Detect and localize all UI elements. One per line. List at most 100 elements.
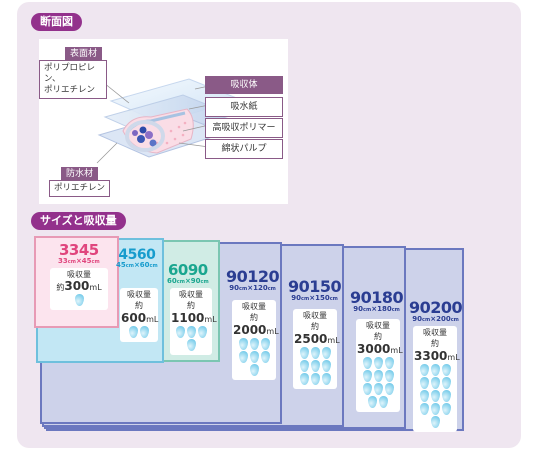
absorber-part-polymer: 高吸収ポリマー — [205, 118, 283, 138]
size-code: 90200 — [409, 298, 463, 317]
size-dimensions: 90cm×180cm — [353, 305, 400, 313]
absorbency-caption: 吸収量 — [67, 270, 91, 279]
water-drop-icon — [419, 364, 429, 376]
water-drop-icon — [260, 351, 270, 363]
absorbency-amount: 約300mL — [56, 279, 102, 293]
absorbency-caption: 吸収量 — [366, 321, 390, 330]
water-drops — [294, 347, 336, 386]
absorber-label: 吸収体 — [205, 76, 283, 94]
absorbency-amount: 約3300mL — [414, 339, 460, 363]
water-drop-icon — [249, 338, 259, 350]
water-drop-icon — [299, 373, 309, 385]
surface-layer-material: ポリプロピレン、 ポリエチレン — [39, 60, 107, 99]
size-code: 90120 — [226, 267, 280, 286]
absorbency-6090: 吸収量約1100mL — [170, 288, 217, 355]
water-drop-icon — [441, 377, 451, 389]
water-drop-icon — [299, 360, 309, 372]
absorbency-amount: 約2000mL — [233, 313, 279, 337]
absorbency-amount: 約600mL — [121, 301, 159, 325]
water-drop-icon — [74, 294, 84, 306]
water-drop-icon — [310, 347, 320, 359]
absorber-part-paper: 吸水紙 — [205, 97, 283, 117]
water-drop-icon — [249, 364, 259, 376]
size-code: 3345 — [58, 241, 99, 259]
absorber-part-pulp: 綿状パルプ — [205, 139, 283, 159]
size-dimensions: 45cm×60cm — [116, 261, 158, 269]
water-drop-icon — [321, 373, 331, 385]
absorbency-caption: 吸収量 — [179, 290, 203, 299]
water-drop-icon — [384, 357, 394, 369]
water-drop-icon — [238, 351, 248, 363]
water-drop-icon — [362, 383, 372, 395]
water-drop-icon — [368, 396, 377, 408]
cross-section-diagram: 表面材 ポリプロピレン、 ポリエチレン 防水材 ポリエチレン 吸収体 吸水紙 高… — [39, 39, 288, 204]
absorbency-amount: 約1100mL — [171, 301, 217, 325]
surface-layer-label: 表面材 — [65, 47, 103, 62]
water-drop-icon — [384, 383, 394, 395]
water-drop-icon — [310, 360, 320, 372]
water-drop-icon — [430, 403, 440, 415]
water-drop-icon — [260, 338, 270, 350]
absorbency-caption: 吸収量 — [423, 328, 447, 337]
absorbency-caption: 吸収量 — [303, 311, 327, 320]
water-drop-icon — [373, 383, 383, 395]
absorbency-amount: 約2500mL — [294, 322, 340, 346]
water-drop-icon — [129, 326, 138, 338]
water-drop-icon — [362, 357, 372, 369]
water-drop-icon — [175, 326, 185, 338]
water-drop-icon — [238, 338, 248, 350]
water-drop-icon — [373, 357, 383, 369]
water-drops — [357, 357, 399, 409]
absorbency-90120: 吸収量約2000mL — [232, 300, 279, 380]
absorbency-90150: 吸収量約2500mL — [293, 309, 340, 389]
water-drop-icon — [373, 370, 383, 382]
water-drop-icon — [384, 370, 394, 382]
water-drop-icon — [441, 364, 451, 376]
water-drop-icon — [186, 339, 196, 351]
water-drop-icon — [140, 326, 149, 338]
absorbency-3345: 吸収量約300mL — [50, 268, 108, 310]
water-drop-icon — [362, 370, 372, 382]
absorbency-caption: 吸収量 — [127, 290, 151, 299]
water-drop-icon — [430, 364, 440, 376]
absorbency-4560: 吸収量約600mL — [120, 288, 158, 342]
cross-section-heading: 断面図 — [31, 13, 82, 31]
water-drop-icon — [321, 347, 331, 359]
waterproof-layer-material: ポリエチレン — [49, 180, 111, 197]
water-drops — [233, 338, 275, 377]
water-drop-icon — [430, 416, 440, 428]
water-drop-icon — [249, 351, 259, 363]
absorbency-90180: 吸収量約3000mL — [356, 319, 403, 412]
water-drops — [51, 294, 107, 307]
water-drop-icon — [197, 326, 207, 338]
size-code: 90180 — [350, 288, 404, 307]
size-dimensions: 33cm×45cm — [58, 257, 100, 265]
absorbency-caption: 吸収量 — [242, 302, 266, 311]
water-drop-icon — [441, 390, 451, 402]
size-dimensions: 60cm×90cm — [167, 277, 209, 285]
water-drop-icon — [310, 373, 320, 385]
size-dimensions: 90cm×150cm — [291, 294, 338, 302]
waterproof-layer-label: 防水材 — [61, 167, 99, 182]
size-dimensions: 90cm×120cm — [229, 284, 276, 292]
water-drop-icon — [299, 347, 309, 359]
absorbency-amount: 約3000mL — [357, 332, 403, 356]
water-drop-icon — [419, 390, 429, 402]
water-drops — [414, 364, 456, 429]
water-drop-icon — [430, 377, 440, 389]
size-code: 90150 — [288, 277, 342, 296]
sizes-heading: サイズと吸収量 — [31, 212, 126, 230]
size-code: 4560 — [118, 247, 156, 263]
water-drop-icon — [419, 377, 429, 389]
water-drops — [121, 326, 157, 339]
water-drop-icon — [441, 403, 451, 415]
water-drop-icon — [419, 403, 429, 415]
water-drop-icon — [321, 360, 331, 372]
